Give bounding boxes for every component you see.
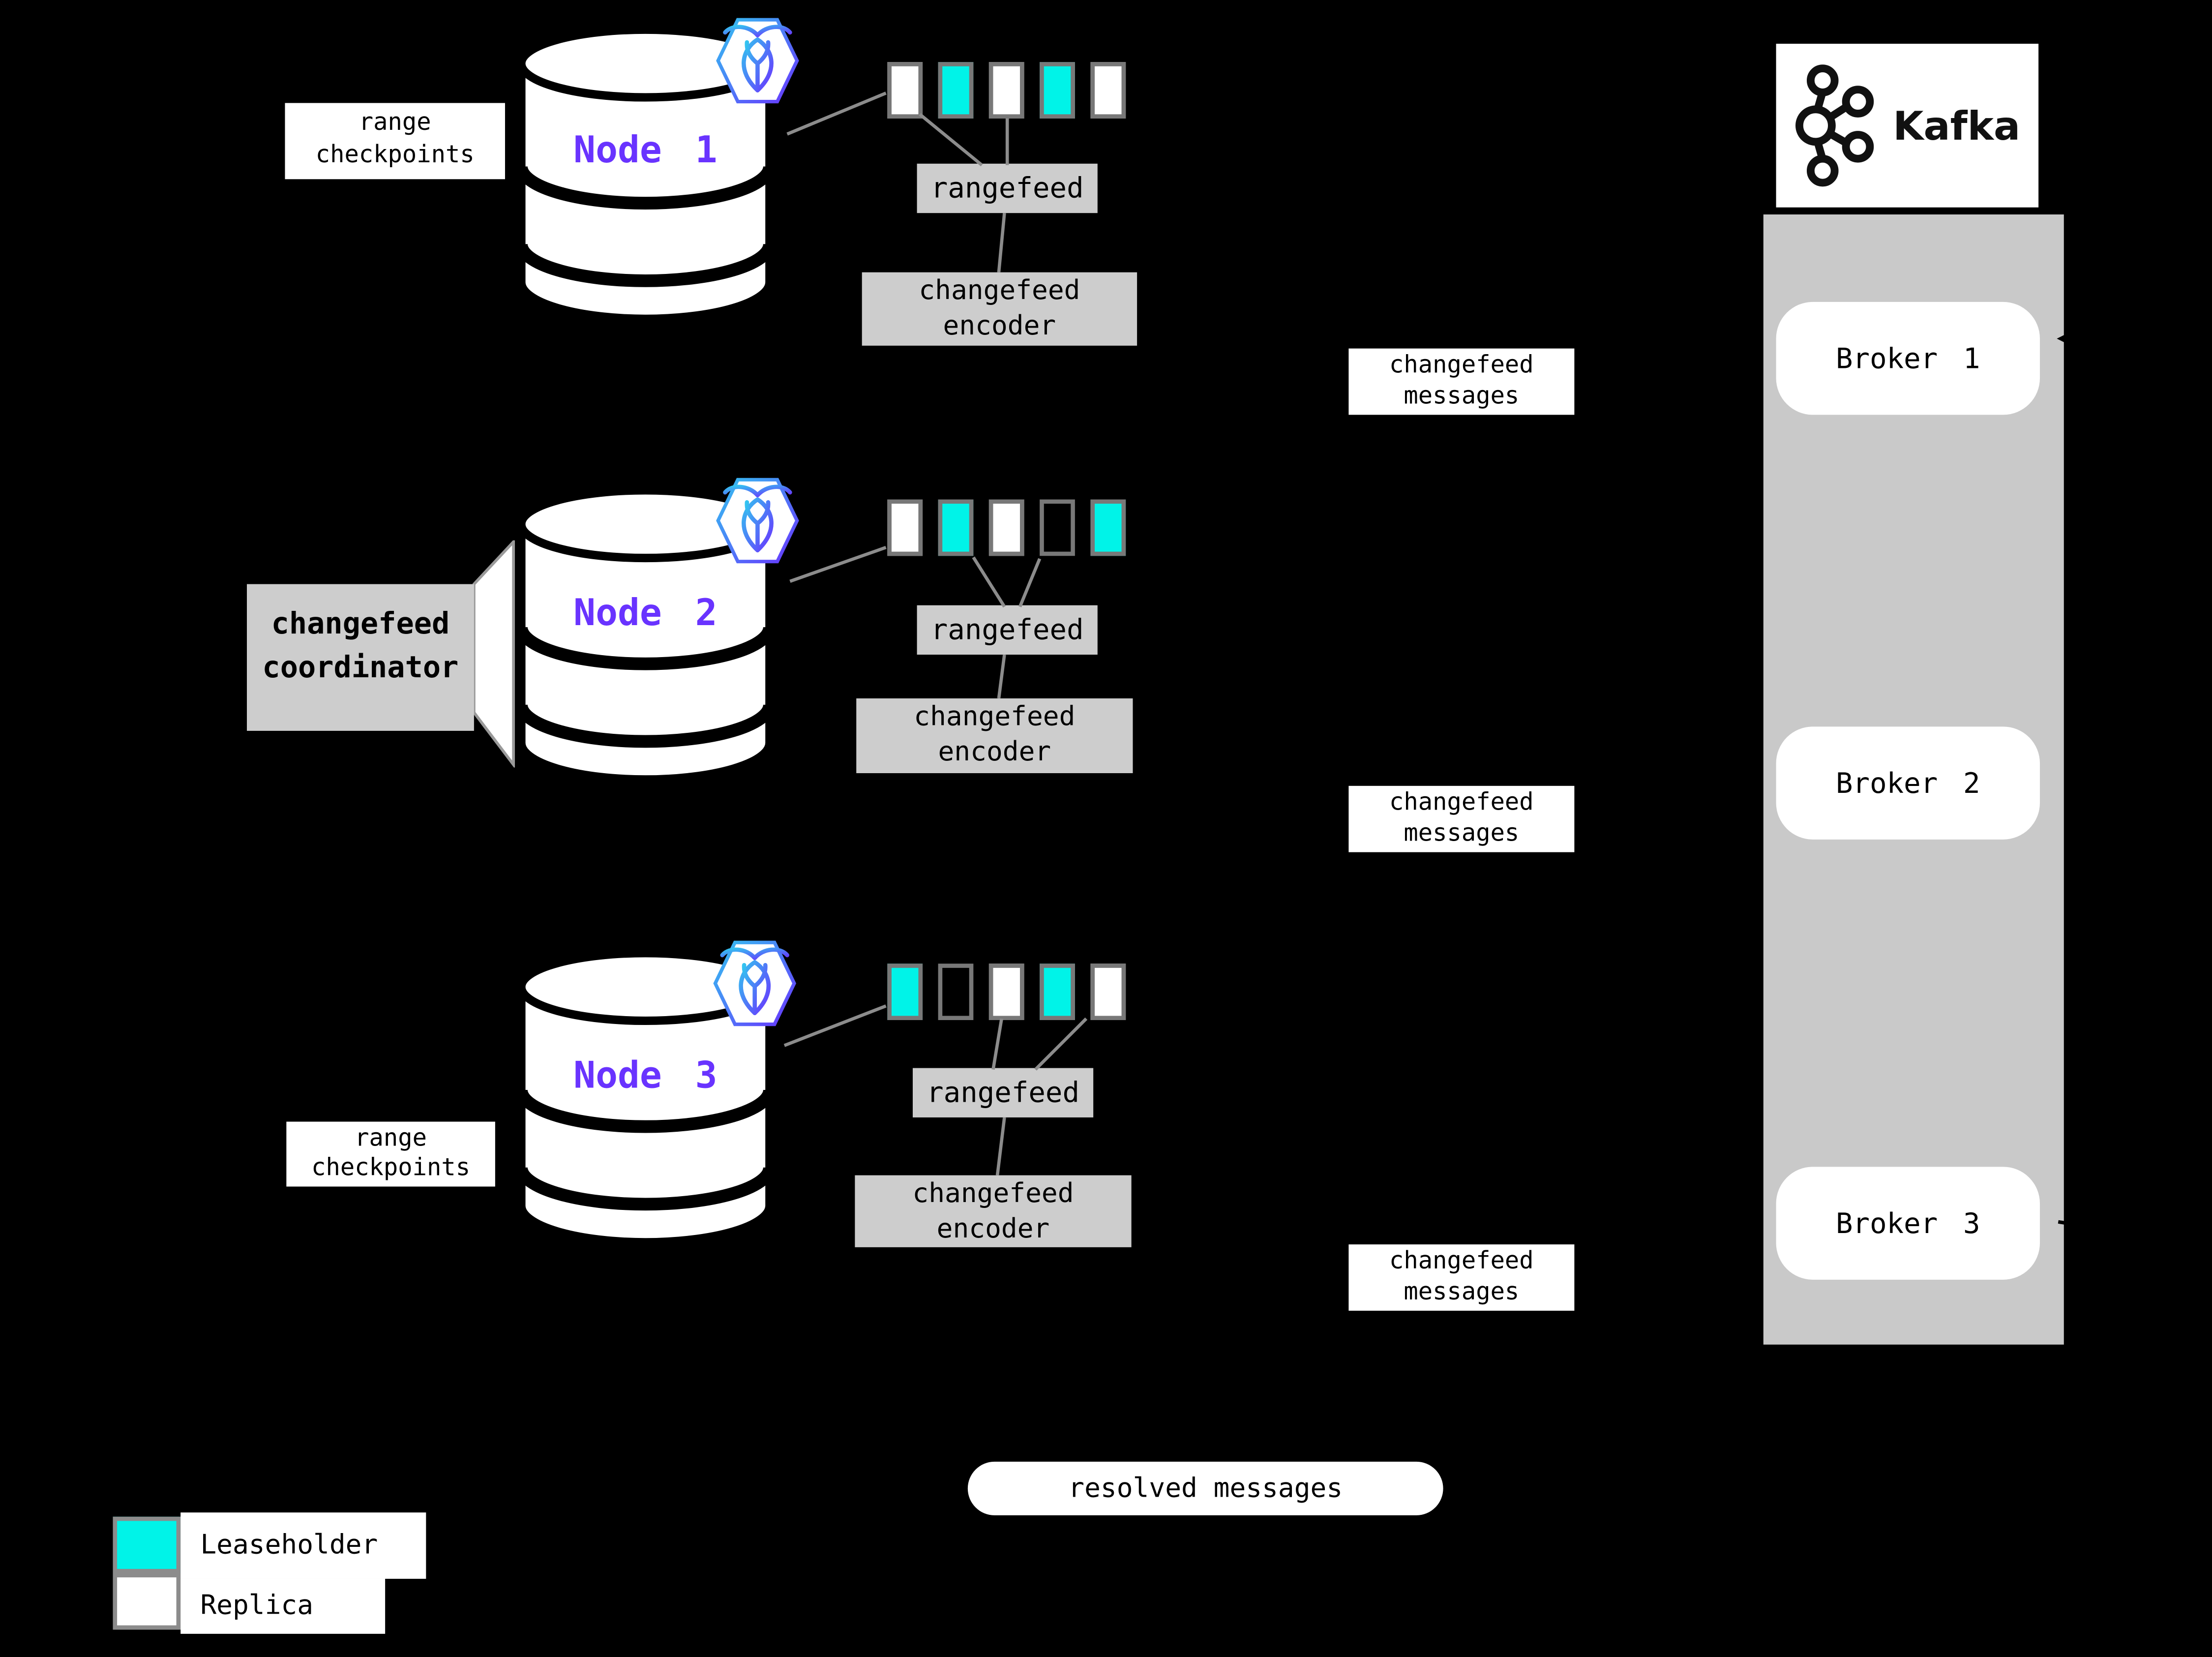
range-box: [988, 499, 1024, 556]
node-3-database-cylinder-icon: [516, 949, 775, 1247]
changefeed-messages-label: changefeed messages: [1348, 1244, 1575, 1311]
changefeed-coordinator-box: changefeed coordinator: [247, 584, 474, 731]
range-box: [1090, 62, 1126, 119]
range-box: [887, 499, 923, 556]
range-box: [887, 62, 923, 119]
range-box: [938, 964, 974, 1021]
kafka-logo-icon: [1795, 64, 1874, 187]
changefeed-messages-label: changefeed messages: [1348, 348, 1575, 415]
cockroachdb-badge-icon: [713, 940, 797, 1026]
range-box: [1090, 964, 1126, 1021]
node-1-database-cylinder-icon: [516, 25, 775, 323]
range-checkpoints-label-top: range checkpoints: [285, 103, 505, 180]
legend-leaseholder-swatch: [113, 1516, 181, 1573]
range-box: [1040, 62, 1075, 119]
cockroachdb-badge-icon: [716, 18, 799, 104]
range-checkpoints-label-bottom: range checkpoints: [286, 1121, 495, 1187]
legend-replica-swatch: [113, 1573, 181, 1630]
legend-leaseholder-label: Leaseholder: [180, 1512, 426, 1579]
kafka-card: Kafka: [1776, 43, 2039, 208]
range-box: [887, 964, 923, 1021]
node-2-label: Node 2: [573, 592, 717, 635]
range-box: [988, 964, 1024, 1021]
rangefeed-box: rangefeed: [917, 163, 1098, 213]
rangefeed-box: rangefeed: [912, 1068, 1094, 1117]
range-box: [938, 62, 974, 119]
range-box: [1040, 964, 1075, 1021]
cockroachdb-badge-icon: [716, 478, 799, 564]
node-3-label: Node 3: [573, 1055, 717, 1098]
broker-2-pill: Broker 2: [1776, 726, 2040, 840]
node-2-database-cylinder-icon: [516, 486, 775, 784]
broker-1-pill: Broker 1: [1776, 301, 2040, 415]
legend-replica-label: Replica: [180, 1578, 386, 1634]
range-box: [938, 499, 974, 556]
changefeed-encoder-box: changefeed encoder: [855, 1175, 1132, 1247]
range-box: [1040, 499, 1075, 556]
resolved-messages-pill: resolved messages: [967, 1461, 1443, 1515]
changefeed-encoder-box: changefeed encoder: [862, 272, 1137, 346]
node-1-label: Node 1: [573, 129, 717, 172]
coordinator-callout-flag: [472, 540, 515, 768]
changefeed-encoder-box: changefeed encoder: [856, 698, 1133, 774]
kafka-brand-label: Kafka: [1893, 102, 2021, 149]
range-box: [988, 62, 1024, 119]
changefeed-messages-label: changefeed messages: [1348, 785, 1575, 852]
range-box: [1090, 499, 1126, 556]
broker-3-pill: Broker 3: [1776, 1167, 2040, 1280]
rangefeed-box: rangefeed: [917, 605, 1098, 655]
